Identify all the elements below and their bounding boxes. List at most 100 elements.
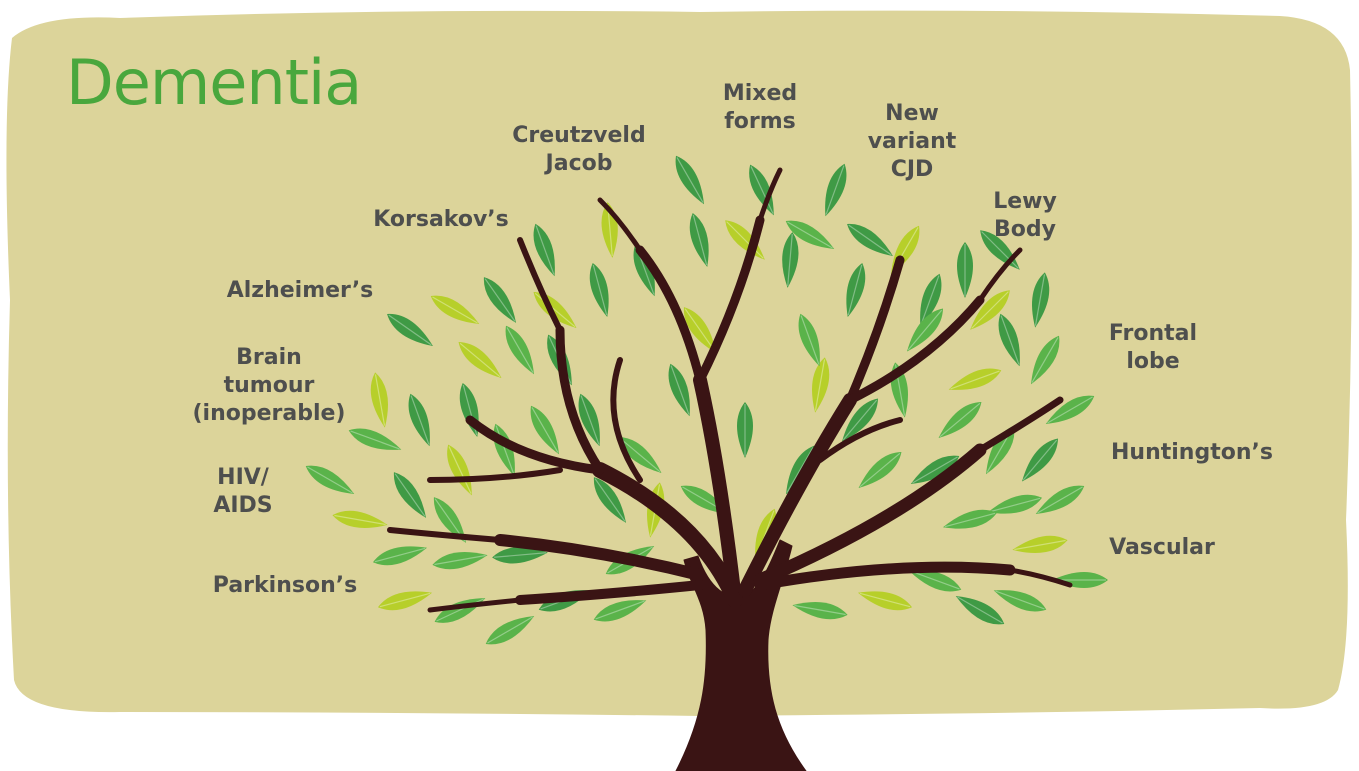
leaf: [593, 600, 647, 622]
leaf: [348, 428, 402, 450]
leaf: [485, 616, 535, 645]
leaf: [668, 363, 690, 417]
tree-branch: [693, 373, 742, 607]
leaf: [505, 325, 534, 375]
leaf: [408, 393, 430, 447]
leaf: [858, 452, 902, 488]
tree-branch: [592, 462, 743, 608]
leaf: [530, 405, 559, 455]
leaf: [533, 223, 555, 277]
leaf: [942, 509, 998, 529]
leaf: [798, 313, 820, 367]
leaf: [432, 552, 488, 570]
tree-branch: [845, 255, 905, 405]
leaf: [908, 570, 962, 592]
leaf: [938, 402, 982, 438]
tree-branch: [494, 534, 706, 581]
leaf: [825, 163, 847, 217]
tree-branch: [754, 561, 1016, 591]
tree-branch: [597, 197, 643, 253]
tree-branch: [427, 467, 563, 483]
background-panel: [6, 10, 1352, 716]
leaf: [998, 313, 1020, 367]
leaf: [393, 472, 427, 518]
tree-branch: [517, 237, 563, 333]
leaf: [589, 262, 609, 318]
tree-branch: [695, 215, 765, 385]
leaf: [578, 393, 600, 447]
leaf: [689, 212, 709, 268]
leaf: [910, 455, 960, 484]
leaf: [782, 232, 799, 288]
leaf: [447, 444, 472, 496]
tree-branch: [757, 167, 783, 223]
leaf: [1035, 485, 1085, 514]
leaf: [955, 596, 1005, 625]
leaf: [948, 368, 1002, 390]
tree-branch: [610, 357, 643, 483]
tree-branch: [465, 415, 605, 475]
tree-branch: [427, 597, 523, 613]
leaf: [792, 602, 848, 620]
label-korsakovs: Korsakov’s: [373, 207, 509, 232]
leaf: [812, 357, 830, 413]
label-hiv-aids: HIV/AIDS: [213, 465, 273, 518]
leaf: [847, 223, 893, 257]
leaf: [920, 273, 942, 327]
leaf: [970, 290, 1010, 330]
leaf: [1045, 395, 1095, 424]
leaf: [737, 402, 753, 458]
leaf: [618, 437, 662, 473]
leaf: [372, 546, 428, 566]
tree-branch: [1007, 567, 1073, 588]
leaf: [785, 220, 835, 249]
leaf: [1032, 272, 1050, 328]
leaf: [1022, 438, 1058, 482]
leaf: [305, 465, 355, 494]
tree-branch: [387, 527, 503, 543]
leaf: [492, 547, 548, 564]
leaf: [846, 262, 866, 318]
leaf: [980, 230, 1020, 270]
page-title: Dementia: [66, 46, 362, 119]
leaf: [1031, 335, 1060, 385]
tree-branch: [738, 393, 857, 597]
label-alzheimers: Alzheimer’s: [226, 278, 374, 303]
leaf: [725, 220, 765, 260]
leaf: [387, 313, 433, 347]
leaf: [993, 590, 1047, 612]
label-parkinsons: Parkinson’s: [212, 573, 358, 598]
tree-branch: [515, 580, 705, 605]
leaf: [593, 477, 627, 523]
leaf: [458, 342, 502, 378]
leaf: [842, 398, 878, 442]
leaf: [332, 510, 388, 528]
leaf: [786, 445, 815, 495]
tree-branch: [845, 295, 985, 405]
leaf: [370, 372, 388, 428]
tree-branch: [635, 245, 705, 385]
leaf: [430, 295, 480, 324]
leaf: [987, 494, 1043, 514]
label-huntingtons: Huntington’s: [1111, 440, 1273, 465]
tree-branch: [817, 417, 903, 463]
tree-trunk: [387, 167, 1073, 771]
leaf: [683, 307, 717, 353]
tree-branch: [753, 443, 987, 587]
leaf: [483, 277, 517, 323]
tree-branch: [977, 247, 1023, 303]
leaf: [1012, 535, 1068, 553]
leaf: [377, 591, 433, 611]
label-vascular: Vascular: [1109, 535, 1215, 560]
leaf: [675, 155, 704, 205]
leaf: [957, 242, 973, 298]
leaf: [907, 308, 943, 352]
